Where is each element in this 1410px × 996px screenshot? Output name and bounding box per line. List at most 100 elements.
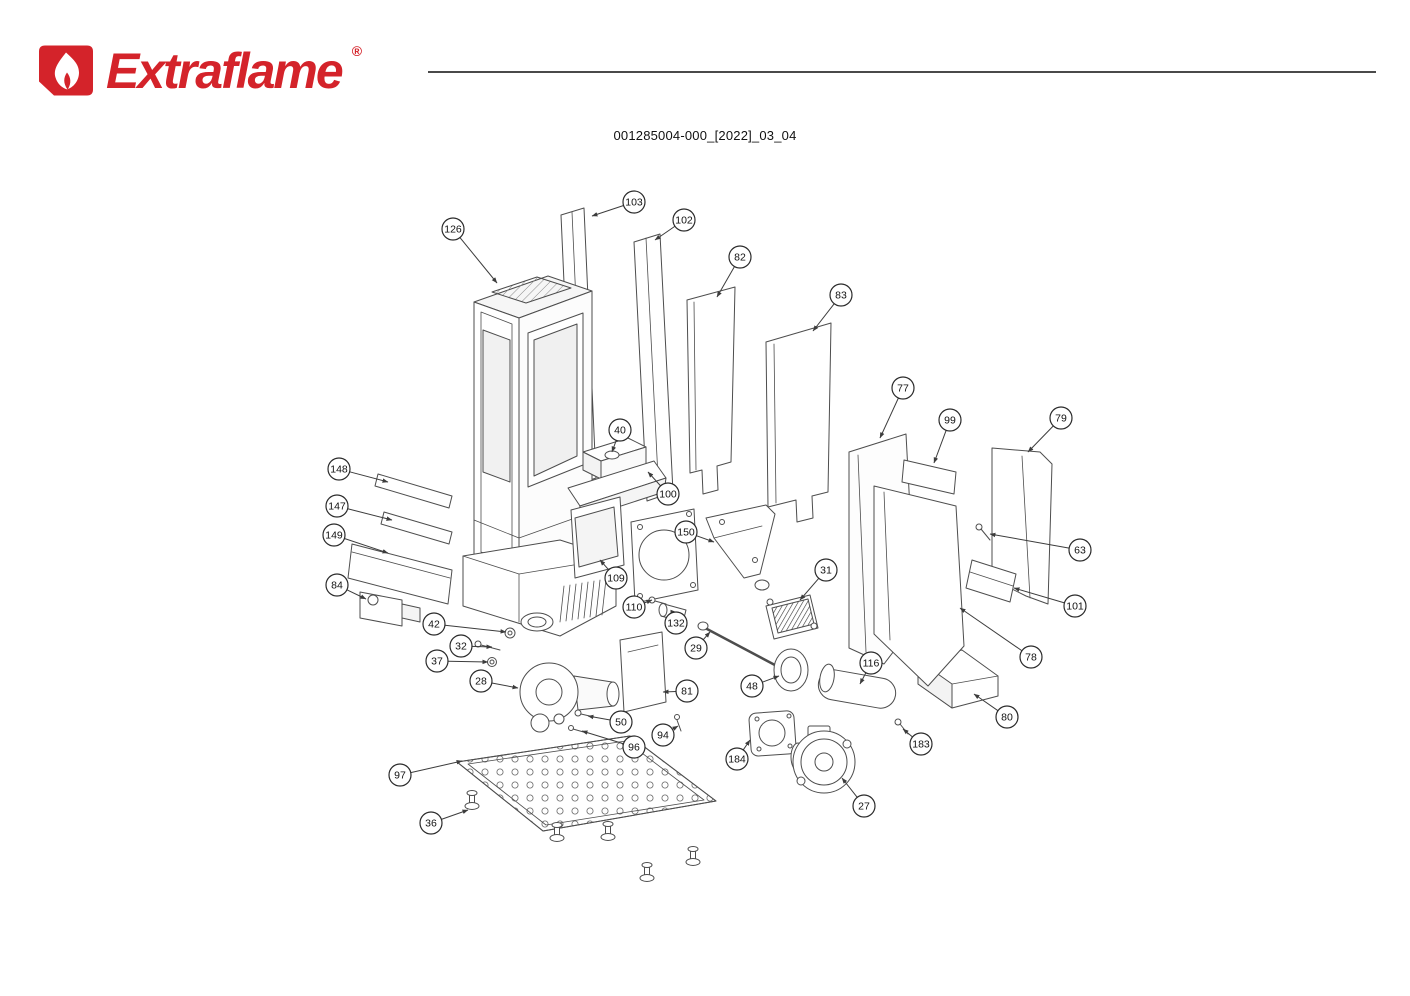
part-28-fan-volute — [519, 662, 620, 733]
callout-48: 48 — [740, 674, 780, 698]
callout-149: 149 — [322, 523, 389, 554]
part-148-strip — [374, 473, 453, 509]
svg-text:79: 79 — [1055, 413, 1067, 425]
callout-148: 148 — [327, 457, 389, 483]
part-36-feet — [464, 790, 701, 882]
part-63-screw — [975, 523, 991, 541]
svg-text:150: 150 — [677, 527, 695, 539]
callout-109: 109 — [599, 559, 628, 590]
part-94-screw — [674, 714, 682, 732]
callout-27: 27 — [841, 777, 876, 818]
part-149-panel — [347, 543, 453, 605]
part-50-screws — [574, 709, 595, 718]
callout-80: 80 — [973, 693, 1019, 729]
part-84-bracket — [359, 591, 421, 627]
flame-icon — [36, 42, 96, 100]
callout-97: 97 — [388, 759, 463, 787]
callout-82: 82 — [716, 245, 752, 298]
callout-50: 50 — [587, 710, 633, 734]
extraflame-logo: Extraflame ® — [36, 42, 362, 100]
svg-text:82: 82 — [734, 252, 746, 264]
callout-150: 150 — [674, 520, 715, 544]
part-99-strip — [901, 459, 957, 495]
callout-116: 116 — [859, 651, 883, 685]
svg-text:28: 28 — [475, 676, 487, 688]
callout-81: 81 — [662, 679, 699, 703]
svg-text:94: 94 — [657, 730, 669, 742]
svg-text:83: 83 — [835, 290, 847, 302]
callout-110: 110 — [622, 595, 653, 619]
callout-84: 84 — [325, 573, 367, 600]
part-109-duct — [570, 496, 625, 579]
part-184-flange — [748, 710, 797, 757]
part-31-assembly — [754, 579, 819, 640]
callout-42: 42 — [422, 612, 507, 636]
svg-text:116: 116 — [863, 658, 880, 670]
svg-text:132: 132 — [667, 618, 685, 630]
svg-text:147: 147 — [328, 501, 346, 513]
callout-32: 32 — [449, 634, 493, 658]
svg-text:183: 183 — [912, 739, 930, 751]
callout-184: 184 — [725, 739, 751, 771]
part-126-cabinet — [473, 275, 593, 579]
svg-text:184: 184 — [728, 754, 746, 766]
svg-text:97: 97 — [394, 770, 406, 782]
part-37-washer — [487, 657, 497, 667]
svg-text:29: 29 — [690, 643, 702, 655]
part-32-screw — [474, 640, 501, 651]
callout-40: 40 — [608, 418, 632, 453]
svg-text:96: 96 — [628, 742, 640, 754]
callout-31: 31 — [799, 558, 838, 601]
callout-36: 36 — [419, 809, 469, 835]
part-150-bracket — [705, 504, 776, 579]
part-42-washer — [504, 627, 516, 639]
svg-text:78: 78 — [1025, 652, 1037, 664]
callout-100: 100 — [647, 471, 680, 506]
callout-96: 96 — [581, 730, 646, 759]
callout-77: 77 — [879, 376, 915, 439]
callout-94: 94 — [651, 723, 679, 747]
callout-79: 79 — [1027, 406, 1073, 453]
brand-wordmark: Extraflame — [106, 43, 344, 99]
part-102-rear-strip — [633, 233, 674, 502]
svg-text:42: 42 — [428, 619, 440, 631]
part-81-panel — [619, 631, 667, 713]
svg-text:80: 80 — [1001, 712, 1013, 724]
registered-mark: ® — [351, 43, 363, 59]
callout-83: 83 — [812, 283, 853, 332]
svg-text:102: 102 — [675, 215, 693, 227]
part-116-pipe — [817, 663, 897, 709]
svg-text:101: 101 — [1066, 601, 1084, 613]
svg-text:40: 40 — [614, 425, 626, 437]
part-83-rear-panel — [765, 322, 832, 523]
callout-183: 183 — [902, 728, 933, 756]
svg-text:149: 149 — [325, 530, 343, 542]
svg-text:110: 110 — [626, 602, 643, 614]
svg-text:99: 99 — [944, 415, 956, 427]
callout-126: 126 — [441, 217, 498, 284]
part-97-base-tray — [456, 735, 717, 832]
svg-text:103: 103 — [625, 197, 643, 209]
part-78-hopper-panel — [873, 485, 965, 687]
callout-37: 37 — [425, 649, 489, 673]
svg-text:37: 37 — [431, 656, 443, 668]
svg-text:48: 48 — [746, 681, 758, 693]
svg-text:109: 109 — [607, 573, 625, 585]
svg-text:32: 32 — [455, 641, 467, 653]
part-48-gasket-ring — [773, 648, 809, 692]
svg-text:36: 36 — [425, 818, 437, 830]
part-101-wedge — [965, 559, 1017, 603]
part-147-strip — [380, 511, 453, 545]
svg-text:77: 77 — [897, 383, 909, 395]
part-27-smoke-motor — [790, 725, 856, 794]
svg-text:84: 84 — [331, 580, 343, 592]
svg-text:100: 100 — [659, 489, 677, 501]
callout-78: 78 — [959, 607, 1043, 669]
svg-text:148: 148 — [330, 464, 348, 476]
svg-text:81: 81 — [681, 686, 693, 698]
part-82-rear-panel — [686, 286, 736, 495]
svg-text:27: 27 — [858, 801, 870, 813]
svg-text:126: 126 — [444, 224, 462, 236]
callout-29: 29 — [684, 631, 711, 660]
